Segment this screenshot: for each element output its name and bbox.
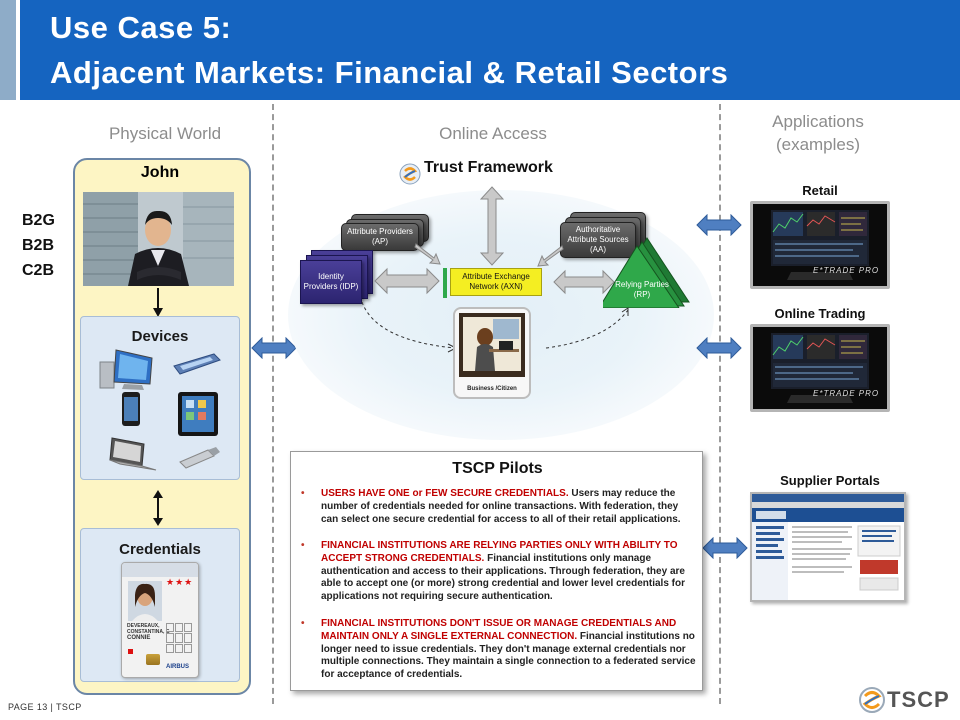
retail-screen-brand: E*TRADE PRO bbox=[813, 266, 880, 275]
pilot-bullet-1-text: Users may reduce the number of credentia… bbox=[321, 488, 681, 525]
devices-illustration bbox=[99, 349, 221, 471]
slide-title-line2: Adjacent Markets: Financial & Retail Sec… bbox=[50, 55, 729, 90]
double-arrow-supplier-icon bbox=[702, 537, 748, 559]
arrow-down-icon bbox=[153, 288, 163, 317]
sector-label-b2b: B2B bbox=[22, 237, 55, 254]
ap-box: Attribute Providers (AP) bbox=[341, 223, 419, 251]
sector-label-b2g: B2G bbox=[22, 212, 55, 229]
pilot-bullet-2: • FINANCIAL INSTITUTIONS ARE RELYING PAR… bbox=[301, 540, 696, 604]
aa-axn-arrow-icon bbox=[537, 245, 564, 267]
badge-chip bbox=[146, 654, 160, 665]
supplier-portal-screenshot bbox=[750, 492, 906, 602]
badge-org: AIRBUS bbox=[166, 664, 190, 670]
usb-drive-icon bbox=[179, 447, 220, 469]
pilot-bullet-3-text: Financial institutions no longer need to… bbox=[321, 630, 696, 681]
app-label-retail: Retail bbox=[802, 183, 838, 198]
rp-label: Relying Parties (RP) bbox=[615, 280, 669, 299]
column-header-applications-2: (examples) bbox=[775, 135, 861, 154]
laptop-icon bbox=[109, 437, 157, 471]
app-label-trading: Online Trading bbox=[774, 306, 866, 321]
header-band bbox=[20, 0, 960, 100]
axn-rp-arrow-icon bbox=[553, 269, 615, 295]
trust-framework-title: Trust Framework bbox=[424, 159, 553, 176]
column-divider-right bbox=[719, 104, 721, 704]
tablet-icon bbox=[178, 392, 218, 436]
retail-monitor: E*TRADE PRO bbox=[750, 201, 890, 289]
bullet-dot-icon: • bbox=[301, 618, 305, 629]
double-arrow-retail-icon bbox=[696, 214, 742, 236]
tscp-pilots-title: TSCP Pilots bbox=[452, 460, 543, 477]
tscp-logo-text: TSCP bbox=[887, 687, 950, 712]
axn-green-bar bbox=[443, 268, 447, 298]
person-name: John bbox=[140, 164, 180, 181]
business-citizen-photo bbox=[459, 313, 525, 377]
ap-axn-arrow-icon bbox=[414, 243, 441, 265]
relying-parties-icon bbox=[603, 237, 690, 308]
header-accent-strip bbox=[0, 0, 16, 100]
column-header-applications-1: Applications bbox=[772, 112, 864, 131]
vertical-double-arrow-icon bbox=[153, 490, 163, 526]
person-photo bbox=[83, 192, 234, 286]
trading-monitor: E*TRADE PRO bbox=[750, 324, 890, 412]
trading-screen-brand: E*TRADE PRO bbox=[813, 389, 880, 398]
pilot-bullet-1-lead: USERS HAVE ONE or FEW SECURE CREDENTIALS… bbox=[321, 488, 569, 499]
pilot-bullet-3-lead: FINANCIAL INSTITUTIONS DON'T ISSUE OR MA… bbox=[321, 618, 677, 642]
dashed-flow-connectors bbox=[361, 301, 629, 353]
pilot-bullet-2-text: Financial institutions only manage authe… bbox=[321, 552, 685, 603]
desktop-icon bbox=[99, 349, 153, 390]
bullet-dot-icon: • bbox=[301, 488, 305, 499]
app-label-supplier: Supplier Portals bbox=[780, 473, 880, 488]
trust-framework-logo-icon bbox=[399, 163, 421, 185]
bullet-dot-icon: • bbox=[301, 540, 305, 551]
badge-red-mark bbox=[128, 649, 133, 654]
pilot-bullet-1: • USERS HAVE ONE or FEW SECURE CREDENTIA… bbox=[301, 488, 696, 526]
footer-page-label: PAGE 13 | TSCP bbox=[8, 702, 82, 712]
trading-screen-illustration bbox=[753, 327, 887, 409]
badge-stars: ★★★ bbox=[166, 577, 194, 587]
devices-label: Devices bbox=[131, 328, 189, 345]
column-header-physical: Physical World bbox=[108, 124, 222, 143]
tscp-pilots-box: TSCP Pilots • USERS HAVE ONE or FEW SECU… bbox=[290, 451, 703, 691]
badge-name: DEVEREAUX, CONSTANTINA, G CONNIE bbox=[127, 623, 170, 641]
aa-box: Authoritative Attribute Sources (AA) bbox=[560, 222, 636, 258]
badge-grid bbox=[166, 623, 192, 653]
trust-framework-arrow-icon bbox=[480, 186, 504, 266]
axn-box: Attribute Exchange Network (AXN) bbox=[450, 268, 542, 296]
smartphone-icon bbox=[122, 392, 140, 426]
sector-label-c2b: C2B bbox=[22, 262, 55, 279]
pilot-bullet-3: • FINANCIAL INSTITUTIONS DON'T ISSUE OR … bbox=[301, 618, 696, 682]
person-photo-illustration bbox=[83, 192, 234, 286]
column-header-online: Online Access bbox=[439, 124, 547, 143]
double-arrow-trading-icon bbox=[696, 337, 742, 359]
idp-axn-arrow-icon bbox=[374, 267, 440, 295]
idp-box: Identity Providers (IDP) bbox=[300, 260, 362, 304]
supplier-portal-illustration bbox=[752, 494, 904, 600]
credentials-label: Credentials bbox=[119, 541, 201, 558]
phone-icon bbox=[173, 353, 221, 375]
tscp-logo-icon bbox=[859, 687, 885, 713]
id-badge: ★★★ DEVEREAUX, CONSTANTINA, G CONNIE AIR… bbox=[121, 562, 199, 678]
business-citizen-label: Business /Citizen bbox=[467, 386, 517, 392]
badge-photo bbox=[128, 581, 162, 621]
slide-title-line1: Use Case 5: bbox=[50, 10, 232, 45]
column-divider-left bbox=[272, 104, 274, 704]
double-arrow-physical-online-icon bbox=[251, 337, 297, 359]
trading-screen-illustration bbox=[753, 204, 887, 286]
pilot-bullet-2-lead: FINANCIAL INSTITUTIONS ARE RELYING PARTI… bbox=[321, 540, 678, 564]
